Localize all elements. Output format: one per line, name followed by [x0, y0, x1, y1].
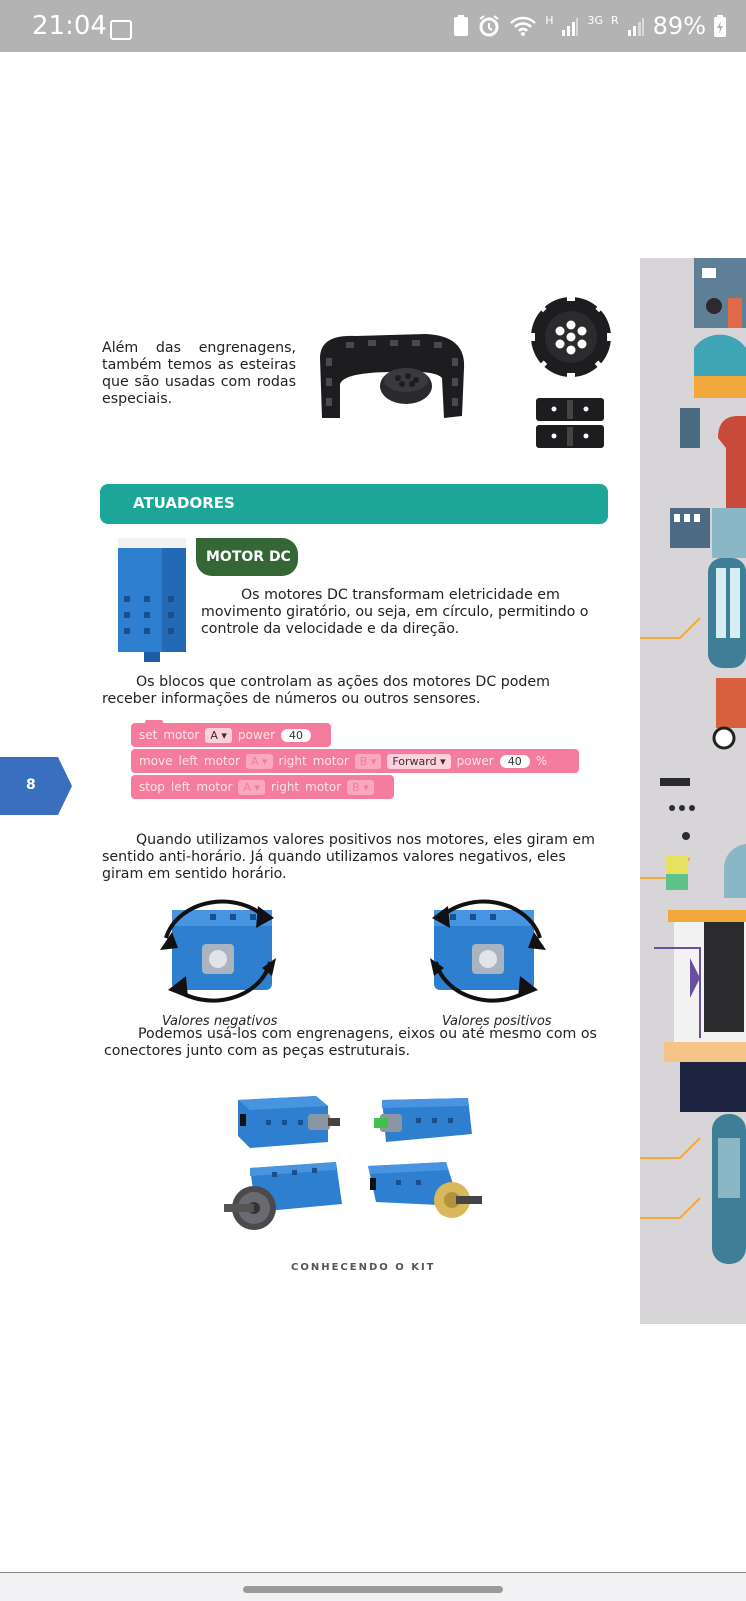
power-input[interactable]: 40 — [281, 728, 312, 742]
caption-negative: Valores negativos — [162, 1014, 278, 1029]
decorative-sidebar-illustration — [640, 258, 746, 1324]
gesture-navigation-bar — [0, 1572, 746, 1601]
code-keyword: right — [278, 754, 307, 768]
section-banner-atuadores: ATUADORES — [100, 484, 608, 524]
motor-description: Os motores DC transformam eletricidade e… — [201, 587, 589, 637]
left-motor-dropdown[interactable]: A ▾ — [238, 779, 265, 795]
motor-positive-rotation-image — [430, 899, 546, 1003]
signal-roaming-icon — [627, 18, 644, 36]
battery-percent: 89% — [652, 12, 706, 40]
section-title: ATUADORES — [133, 494, 235, 512]
special-wheel-image — [530, 296, 612, 378]
code-keyword: motor — [312, 754, 349, 768]
network-type-3g: 3G — [587, 13, 603, 27]
alarm-icon — [479, 15, 499, 37]
motor-with-axle-image — [238, 1096, 340, 1148]
code-keyword: set — [139, 728, 158, 742]
intro-text: Além das engrenagens, também temos as es… — [102, 340, 296, 407]
code-keyword: move — [139, 754, 173, 768]
status-icons: H 3G R 89% — [453, 12, 726, 40]
status-bar: 21:04 H 3G R 89% — [0, 0, 746, 52]
code-keyword: stop — [139, 780, 165, 794]
right-motor-dropdown[interactable]: B ▾ — [354, 753, 382, 769]
usage-text: Podemos usá-los com engrenagens, eixos o… — [104, 1026, 597, 1059]
code-keyword: motor — [305, 780, 342, 794]
book-page: Além das engrenagens, também temos as es… — [0, 52, 746, 1572]
network-type-h: H — [545, 13, 554, 27]
right-motor-dropdown[interactable]: B ▾ — [347, 779, 374, 795]
dc-motor-image — [118, 538, 186, 662]
subsection-label-motor-dc: MOTOR DC — [196, 538, 298, 576]
battery-charging-icon — [714, 15, 726, 37]
code-keyword: power — [456, 754, 494, 768]
battery-saver-icon — [454, 15, 469, 36]
direction-dropdown[interactable]: Forward ▾ — [387, 753, 451, 769]
code-keyword: left — [170, 780, 191, 794]
track-belt-image — [320, 334, 465, 418]
roaming-indicator: R — [611, 13, 619, 27]
percent-unit: % — [535, 754, 548, 768]
code-block-stop: stop left motor A ▾ right motor B ▾ — [131, 775, 394, 799]
page-number: 8 — [26, 777, 36, 793]
motor-with-gear-image — [224, 1162, 342, 1230]
blocks-intro-text: Os blocos que controlam as ações dos mot… — [102, 674, 550, 707]
left-motor-dropdown[interactable]: A ▾ — [245, 753, 273, 769]
code-block-set-motor: set motor A ▾ power 40 — [131, 720, 331, 747]
wifi-icon — [510, 16, 537, 36]
page-number-tab: 8 — [0, 757, 72, 815]
motor-dropdown[interactable]: A ▾ — [205, 727, 232, 743]
track-links-image — [536, 398, 604, 448]
motor-title: MOTOR DC — [206, 549, 291, 565]
code-keyword: power — [237, 728, 276, 742]
gallery-notification-icon — [110, 20, 132, 40]
power-input[interactable]: 40 — [499, 754, 530, 768]
page-footer: CONHECENDO O KIT — [291, 1262, 436, 1273]
home-gesture-handle[interactable] — [243, 1586, 503, 1593]
code-block-move: move left motor A ▾ right motor B ▾ Forw… — [131, 749, 579, 773]
motor-negative-rotation-image — [160, 899, 276, 1003]
code-keyword: right — [270, 780, 300, 794]
code-keyword: motor — [196, 780, 233, 794]
code-keyword: motor — [163, 728, 200, 742]
caption-positive: Valores positivos — [442, 1014, 552, 1029]
code-keyword: left — [178, 754, 198, 768]
status-time: 21:04 — [32, 11, 107, 41]
motor-with-connector-image — [374, 1098, 472, 1142]
code-keyword: motor — [203, 754, 240, 768]
motor-with-yellow-gear-image — [368, 1162, 482, 1218]
direction-text: Quando utilizamos valores positivos nos … — [102, 832, 595, 882]
signal-icon — [562, 18, 579, 36]
